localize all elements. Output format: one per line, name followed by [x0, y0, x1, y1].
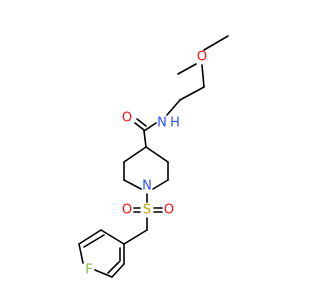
atom-oxygen-carbonyl: O: [122, 111, 132, 126]
bonds: [78, 35, 229, 278]
bond-amide-cn: [143, 122, 157, 132]
bond-benz-dbl-1: [83, 234, 105, 248]
bond-ethyl-o: [177, 63, 197, 75]
atom-hydrogen-amide: H: [170, 116, 180, 131]
bond-benz-dbl-2: [107, 261, 120, 274]
bond-ring-4: [152, 179, 169, 190]
bond-benz-5: [111, 263, 125, 278]
bond-carbonyl-b: [134, 122, 145, 131]
atom-oxygen-sulfonyl-left: O: [122, 203, 132, 218]
bond-c4-carbonyl: [143, 130, 147, 148]
bond-benz-2: [78, 229, 102, 245]
bond-ring-1: [123, 146, 147, 163]
bond-ring-6: [145, 146, 169, 163]
bond-o-propyl: [201, 64, 205, 88]
atom-oxygen-ether: O: [197, 50, 207, 65]
bond-ethyl-terminal: [203, 35, 229, 51]
bond-propyl-1: [179, 86, 205, 101]
bond-ch2-benzyl: [123, 229, 148, 245]
bond-benz-4: [94, 269, 113, 278]
bond-propyl-2: [166, 99, 181, 116]
atom-sulfur: S: [143, 203, 151, 218]
bond-carbonyl-a: [136, 118, 147, 127]
atom-nitrogen-piperidine: N: [142, 179, 152, 194]
molecule-structure: O N H O N S O O F: [78, 35, 229, 278]
atom-oxygen-sulfonyl-right: O: [164, 203, 174, 218]
bond-benz-1: [100, 229, 125, 245]
atom-fluorine: F: [85, 263, 92, 278]
bond-benz-3: [78, 243, 84, 264]
bond-ring-3: [123, 179, 142, 190]
atom-labels: O N H O N S O O F: [85, 50, 207, 278]
atom-nitrogen-amide: N: [157, 116, 167, 131]
